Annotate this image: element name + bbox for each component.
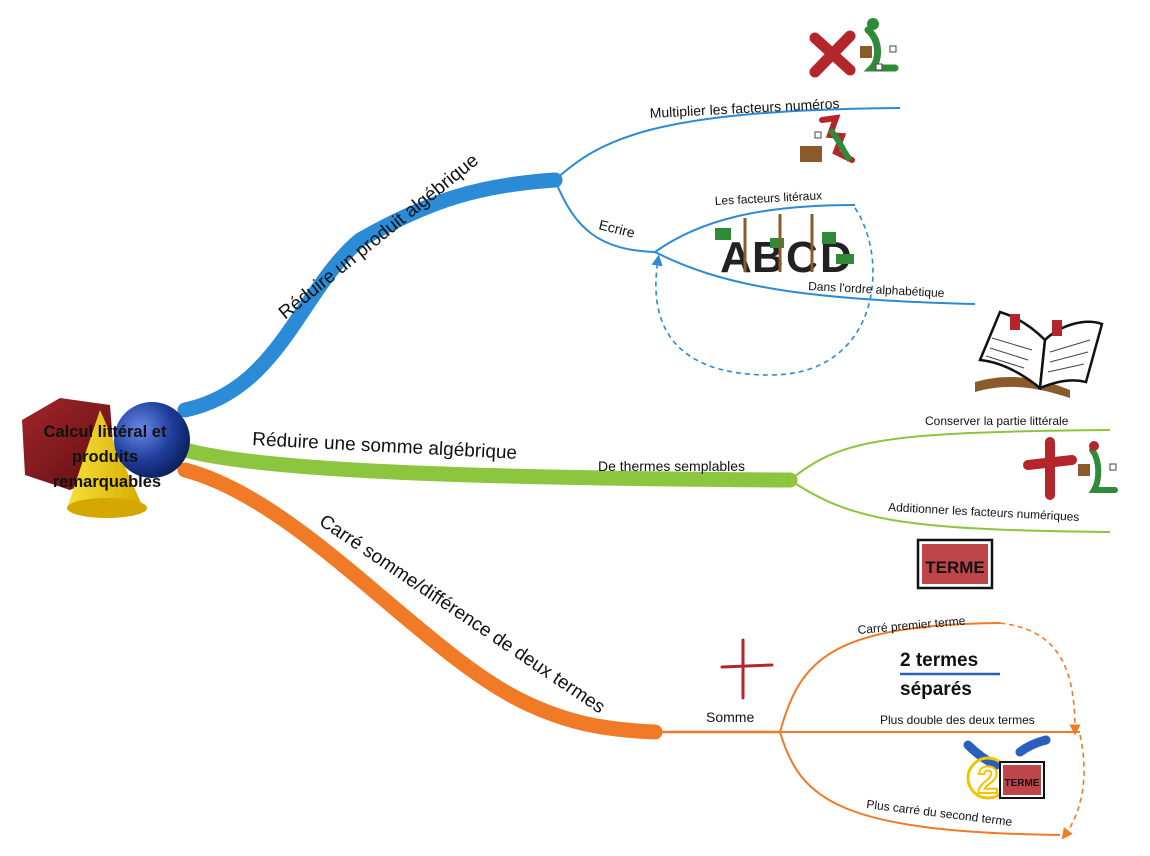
cone-shape	[68, 410, 145, 512]
letter-a: A	[720, 233, 752, 282]
sphere-shape	[114, 402, 190, 478]
central-topic-line3: remarquables	[53, 473, 161, 491]
terme-sign-icon: TERME	[916, 538, 994, 590]
plus-sign-icon	[720, 638, 774, 700]
alphabet-letters-icon: A B C D	[715, 214, 854, 282]
branch-carre-trunk	[177, 462, 663, 740]
addition-icon	[1023, 437, 1118, 500]
two-terms-separated-icon: 2 termes séparés	[900, 650, 1000, 700]
two-terms-line1: 2 termes	[900, 650, 978, 671]
label-facteurs-literaux: Les facteurs litéraux	[714, 188, 822, 208]
label-premier: Carré premier terme	[857, 614, 966, 637]
label-additionner: Additionner les facteurs numériques	[888, 500, 1080, 524]
badge-terme-text: TERME	[1005, 778, 1040, 789]
ordre-arrow	[651, 207, 874, 376]
branch-produit	[177, 107, 976, 418]
central-topic-line2: produits	[72, 448, 138, 466]
label-conserver: Conserver la partie littérale	[925, 414, 1069, 428]
branch-produit-label: Réduire un produit algébrique	[275, 150, 483, 324]
label-somme: Somme	[706, 709, 754, 725]
label-termes: De thermes semplables	[598, 458, 745, 474]
two-terms-line2: séparés	[900, 679, 972, 700]
central-node: Calcul littéral et produits remarquables	[22, 398, 190, 518]
label-multiplier: Multiplier les facteurs numéros	[649, 95, 839, 121]
label-double: Plus double des deux termes	[880, 713, 1035, 727]
second-term-badge-icon: 2 TERME	[963, 735, 1051, 803]
label-ordre: Dans l'ordre alphabétique	[808, 279, 945, 300]
branch-carre-label: Carré somme/différence de deux termes	[315, 511, 608, 718]
central-topic-line1: Calcul littéral et	[44, 423, 167, 441]
branch-carre	[177, 462, 1085, 840]
open-book-icon	[975, 310, 1104, 398]
label-ecrire: Ecrire	[597, 216, 637, 240]
badge-two-digit: 2	[977, 760, 998, 802]
multiply-icon	[809, 18, 899, 78]
terme-sign-text: TERME	[925, 558, 985, 577]
branch-somme	[177, 429, 1111, 533]
writing-character-icon	[800, 114, 855, 163]
branch-produit-trunk	[177, 172, 563, 418]
branch-somme-trunk	[177, 442, 798, 488]
